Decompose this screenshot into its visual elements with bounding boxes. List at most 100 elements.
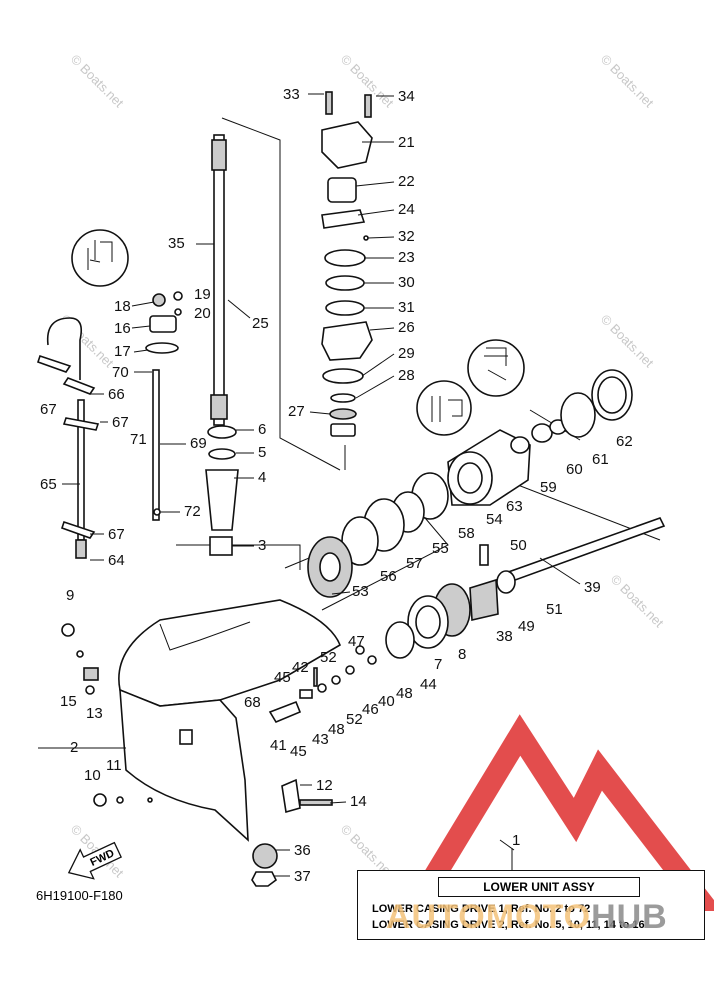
casing-fittings	[61, 623, 333, 887]
part-label-40: 40	[378, 693, 395, 710]
part-label-30: 30	[398, 274, 415, 291]
legend-line-2: LOWER CASING DRIVE 2, Ref. No. 5, 10, 11…	[372, 919, 645, 931]
part-label-27: 27	[288, 403, 305, 420]
part-label-65: 65	[40, 476, 57, 493]
part-label-67: 67	[112, 414, 129, 431]
part-label-48: 48	[328, 721, 345, 738]
part-label-6: 6	[258, 421, 266, 438]
part-label-29: 29	[398, 345, 415, 362]
part-label-17: 17	[114, 343, 131, 360]
legend-box: LOWER UNIT ASSY LOWER CASING DRIVE 1, Re…	[357, 870, 705, 940]
part-label-53: 53	[352, 583, 369, 600]
part-label-41: 41	[270, 737, 287, 754]
part-label-52: 52	[346, 711, 363, 728]
watermark-text: © Boats.net	[68, 52, 127, 111]
part-label-20: 20	[194, 305, 211, 322]
part-label-58: 58	[458, 525, 475, 542]
detail-callout	[467, 339, 525, 397]
part-label-60: 60	[566, 461, 583, 478]
part-label-36: 36	[294, 842, 311, 859]
part-label-5: 5	[258, 444, 266, 461]
brand-wordmark: AUTOMOTOHUB	[386, 898, 668, 937]
propeller-shaft-housing-group	[341, 369, 633, 566]
legend-line-1: LOWER CASING DRIVE 1, Ref. No. 2 to 72	[372, 903, 591, 915]
part-label-68: 68	[244, 694, 261, 711]
part-label-3: 3	[258, 537, 266, 554]
part-label-50: 50	[510, 537, 527, 554]
part-label-63: 63	[506, 498, 523, 515]
part-label-33: 33	[283, 86, 300, 103]
part-label-1: 1	[512, 832, 520, 849]
part-label-69: 69	[190, 435, 207, 452]
lower-casing	[118, 599, 341, 842]
part-label-7: 7	[434, 656, 442, 673]
part-label-13: 13	[86, 705, 103, 722]
part-label-59: 59	[540, 479, 557, 496]
part-label-25: 25	[252, 315, 269, 332]
part-label-18: 18	[114, 298, 131, 315]
part-label-46: 46	[362, 701, 379, 718]
part-label-43: 43	[312, 731, 329, 748]
part-label-12: 12	[316, 777, 333, 794]
part-label-56: 56	[380, 568, 397, 585]
part-label-24: 24	[398, 201, 415, 218]
part-label-31: 31	[398, 299, 415, 316]
part-label-19: 19	[194, 286, 211, 303]
part-label-54: 54	[486, 511, 503, 528]
part-label-34: 34	[398, 88, 415, 105]
forward-gear-group	[385, 583, 471, 659]
part-label-52: 52	[320, 649, 337, 666]
part-label-45: 45	[290, 743, 307, 760]
part-label-16: 16	[114, 320, 131, 337]
watermark-text: © Boats.net	[608, 572, 667, 631]
driveshaft	[210, 134, 228, 426]
part-label-4: 4	[258, 469, 266, 486]
leader-lines	[38, 93, 581, 877]
part-label-8: 8	[458, 646, 466, 663]
part-label-37: 37	[294, 868, 311, 885]
part-label-35: 35	[168, 235, 185, 252]
watermark-text: © Boats.net	[598, 312, 657, 371]
part-label-22: 22	[398, 173, 415, 190]
part-label-15: 15	[60, 693, 77, 710]
part-label-44: 44	[420, 676, 437, 693]
driveshaft-bearings	[205, 425, 239, 556]
part-label-70: 70	[112, 364, 129, 381]
shift-bushing-group	[145, 291, 183, 354]
part-label-49: 49	[518, 618, 535, 635]
part-label-64: 64	[108, 552, 125, 569]
shift-plunger-group	[268, 645, 377, 724]
part-number-labels: 33 34 21 22 24 32 23 30 31 26 29 28 27 3…	[40, 86, 633, 885]
part-label-47: 47	[348, 633, 365, 650]
part-label-55: 55	[432, 540, 449, 557]
part-label-45: 45	[274, 669, 291, 686]
watermark-text: © Boats.net	[598, 52, 657, 111]
part-label-67: 67	[108, 526, 125, 543]
water-tube-group	[36, 317, 100, 559]
brand-wordmark-part2: HUB	[591, 898, 668, 936]
part-label-23: 23	[398, 249, 415, 266]
part-label-26: 26	[398, 319, 415, 336]
part-label-32: 32	[398, 228, 415, 245]
legend-heading: LOWER UNIT ASSY	[438, 877, 640, 897]
part-label-71: 71	[130, 431, 147, 448]
part-label-62: 62	[616, 433, 633, 450]
part-label-61: 61	[592, 451, 609, 468]
propeller-shaft-group	[469, 517, 666, 621]
part-label-51: 51	[546, 601, 563, 618]
part-label-67: 67	[40, 401, 57, 418]
part-label-38: 38	[496, 628, 513, 645]
part-label-72: 72	[184, 503, 201, 520]
part-label-21: 21	[398, 134, 415, 151]
shift-rod	[152, 369, 161, 521]
part-label-10: 10	[84, 767, 101, 784]
part-label-2: 2	[70, 739, 78, 756]
part-label-14: 14	[350, 793, 367, 810]
reverse-gear	[307, 536, 353, 598]
part-label-42: 42	[292, 659, 309, 676]
part-label-9: 9	[66, 587, 74, 604]
part-label-11: 11	[106, 757, 122, 774]
part-label-48: 48	[396, 685, 413, 702]
part-label-28: 28	[398, 367, 415, 384]
part-label-39: 39	[584, 579, 601, 596]
